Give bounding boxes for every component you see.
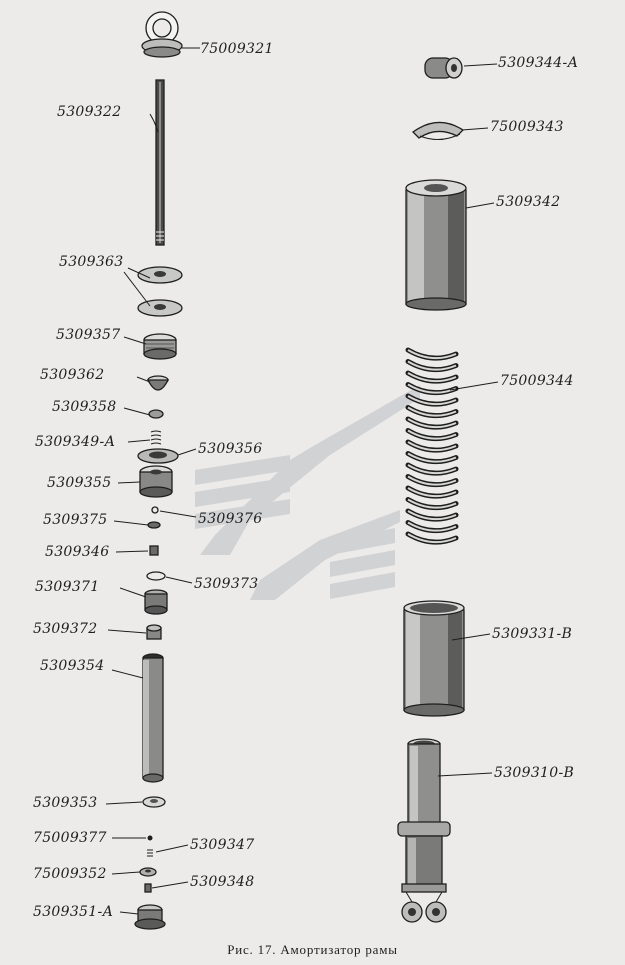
part-5309363 (137, 266, 183, 317)
label-5309310-B: 5309310-В (494, 765, 575, 781)
part-5309322 (155, 79, 165, 246)
part-5309349-A (150, 430, 162, 445)
label-5309322: 5309322 (57, 104, 122, 120)
label-75009344: 75009344 (500, 373, 574, 389)
part-5309331-B (403, 600, 465, 717)
label-5309348: 5309348 (190, 874, 255, 890)
part-5309362 (146, 375, 170, 391)
label-5309353: 5309353 (33, 795, 98, 811)
label-5309344-A: 5309344-А (498, 55, 579, 71)
label-5309358: 5309358 (52, 399, 117, 415)
part-5309348 (144, 883, 152, 893)
label-5309376: 5309376 (198, 511, 263, 527)
label-5309351-A: 5309351-А (33, 904, 114, 920)
leader-lines (105, 47, 499, 915)
part-5309344-A (424, 57, 463, 79)
part-75009344 (405, 347, 459, 545)
figure-caption: Рис. 17. Амортизатор рамы (227, 942, 398, 957)
label-5309362: 5309362 (40, 367, 105, 383)
part-5309371 (144, 589, 168, 615)
part-5309357 (143, 333, 177, 360)
part-5309347 (147, 849, 153, 857)
part-75009321 (141, 11, 183, 58)
label-75009321: 75009321 (200, 41, 274, 57)
part-5309353 (142, 796, 166, 808)
part-5309355 (139, 465, 173, 498)
label-5309347: 5309347 (190, 837, 255, 853)
label-5309363: 5309363 (59, 254, 124, 270)
label-5309342: 5309342 (496, 194, 561, 210)
part-75009352 (139, 867, 157, 877)
label-5309373: 5309373 (194, 576, 259, 592)
watermark-logo (195, 385, 420, 600)
part-5309342 (405, 179, 467, 311)
label-5309346: 5309346 (45, 544, 110, 560)
label-5309355: 5309355 (47, 475, 112, 491)
label-5309371: 5309371 (35, 579, 100, 595)
part-5309376 (151, 506, 159, 514)
label-75009352: 75009352 (33, 866, 107, 882)
label-75009377: 75009377 (33, 830, 107, 846)
part-75009377 (147, 835, 153, 841)
label-5309357: 5309357 (56, 327, 121, 343)
part-5309346 (149, 545, 159, 556)
label-75009343: 75009343 (490, 119, 564, 135)
part-5309375 (147, 521, 161, 529)
label-5309349-A: 5309349-А (35, 434, 116, 450)
label-5309375: 5309375 (43, 512, 108, 528)
part-5309373 (146, 571, 166, 581)
label-5309354: 5309354 (40, 658, 105, 674)
part-5309358 (148, 409, 164, 419)
part-5309372 (146, 624, 162, 640)
label-5309331-B: 5309331-В (492, 626, 573, 642)
part-5309351-A (134, 904, 166, 930)
part-5309310-B (397, 738, 451, 923)
part-5309354 (142, 653, 164, 783)
part-75009343 (411, 121, 465, 140)
label-5309372: 5309372 (33, 621, 98, 637)
label-5309356: 5309356 (198, 441, 263, 457)
part-5309356 (137, 448, 179, 464)
